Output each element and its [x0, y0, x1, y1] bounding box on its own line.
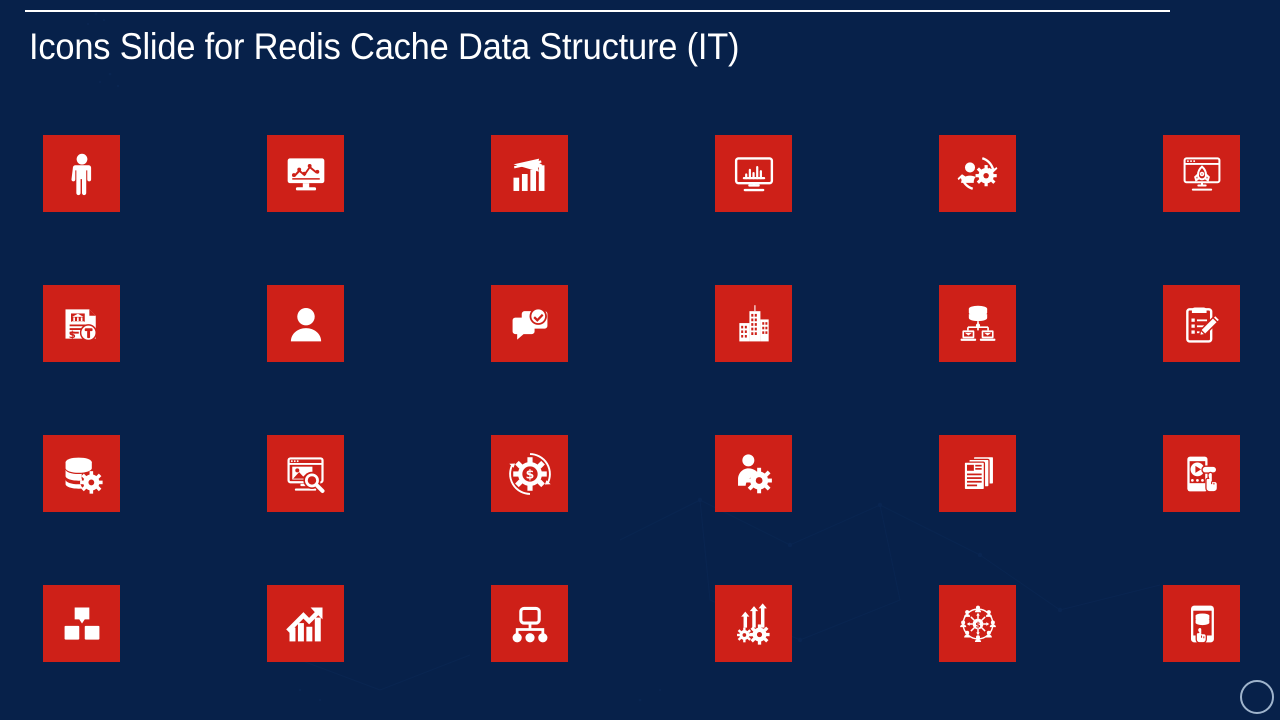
monitor-image-search-icon	[284, 452, 328, 496]
icon-tile-growth-arrow-chart[interactable]	[267, 585, 344, 662]
financial-document-gavel-icon: $	[60, 302, 104, 346]
ascending-arrows-gears-icon	[732, 602, 776, 646]
network-node-diagram-icon	[508, 602, 552, 646]
icon-tile-monitor-image-search[interactable]	[267, 435, 344, 512]
header-divider-rule	[25, 10, 1170, 12]
icon-tile-growth-bar-chart-arrow[interactable]	[491, 135, 568, 212]
chat-bubble-check-icon	[508, 302, 552, 346]
icon-tile-monitor-bar-chart[interactable]	[715, 135, 792, 212]
monitor-line-chart-icon	[284, 152, 328, 196]
icon-tile-mobile-play-tap[interactable]	[1163, 435, 1240, 512]
page-title: Icons Slide for Redis Cache Data Structu…	[29, 26, 740, 67]
icon-tile-user-gear-cycle[interactable]	[939, 135, 1016, 212]
growth-bar-chart-arrow-icon	[508, 152, 552, 196]
person-standing-icon	[59, 151, 105, 197]
icon-tile-person-standing[interactable]	[43, 135, 120, 212]
gear-dollar-cycle-icon: $	[507, 451, 553, 497]
icon-tile-clipboard-checklist-pencil[interactable]	[1163, 285, 1240, 362]
icon-tile-database-network-computers[interactable]	[939, 285, 1016, 362]
growth-arrow-chart-icon	[284, 602, 328, 646]
icon-tile-hierarchy-blocks[interactable]	[43, 585, 120, 662]
icon-tile-network-node-diagram[interactable]	[491, 585, 568, 662]
crowdfunding-network-icon: $	[955, 601, 1001, 647]
icon-tile-user-avatar[interactable]	[267, 285, 344, 362]
icon-tile-stacked-documents[interactable]	[939, 435, 1016, 512]
database-network-computers-icon	[956, 302, 1000, 346]
icon-tile-database-gear[interactable]	[43, 435, 120, 512]
clipboard-checklist-pencil-icon	[1180, 302, 1224, 346]
circle-outline-decoration	[1240, 680, 1274, 714]
icon-tile-browser-rocket-launch[interactable]	[1163, 135, 1240, 212]
browser-rocket-launch-icon	[1180, 152, 1224, 196]
icon-tile-gear-dollar-cycle[interactable]: $	[491, 435, 568, 512]
hierarchy-blocks-icon	[60, 602, 104, 646]
mobile-database-tap-icon	[1180, 602, 1224, 646]
icon-tile-crowdfunding-network[interactable]: $	[939, 585, 1016, 662]
stacked-documents-icon	[956, 452, 1000, 496]
icon-tile-person-gear[interactable]	[715, 435, 792, 512]
svg-text:$: $	[68, 330, 75, 341]
svg-text:$: $	[525, 466, 534, 481]
icon-tile-ascending-arrows-gears[interactable]	[715, 585, 792, 662]
icon-tile-chat-bubble-check[interactable]	[491, 285, 568, 362]
user-avatar-icon	[284, 302, 328, 346]
icon-tile-city-buildings[interactable]	[715, 285, 792, 362]
mobile-play-tap-icon	[1180, 452, 1224, 496]
database-gear-icon	[59, 451, 104, 496]
icon-tile-mobile-database-tap[interactable]	[1163, 585, 1240, 662]
monitor-bar-chart-icon	[732, 152, 776, 196]
user-gear-cycle-icon	[955, 151, 1000, 196]
svg-text:$: $	[975, 620, 980, 629]
icon-tile-financial-document-gavel[interactable]: $	[43, 285, 120, 362]
city-buildings-icon	[732, 302, 776, 346]
person-gear-icon	[731, 451, 776, 496]
icon-tile-monitor-line-chart[interactable]	[267, 135, 344, 212]
